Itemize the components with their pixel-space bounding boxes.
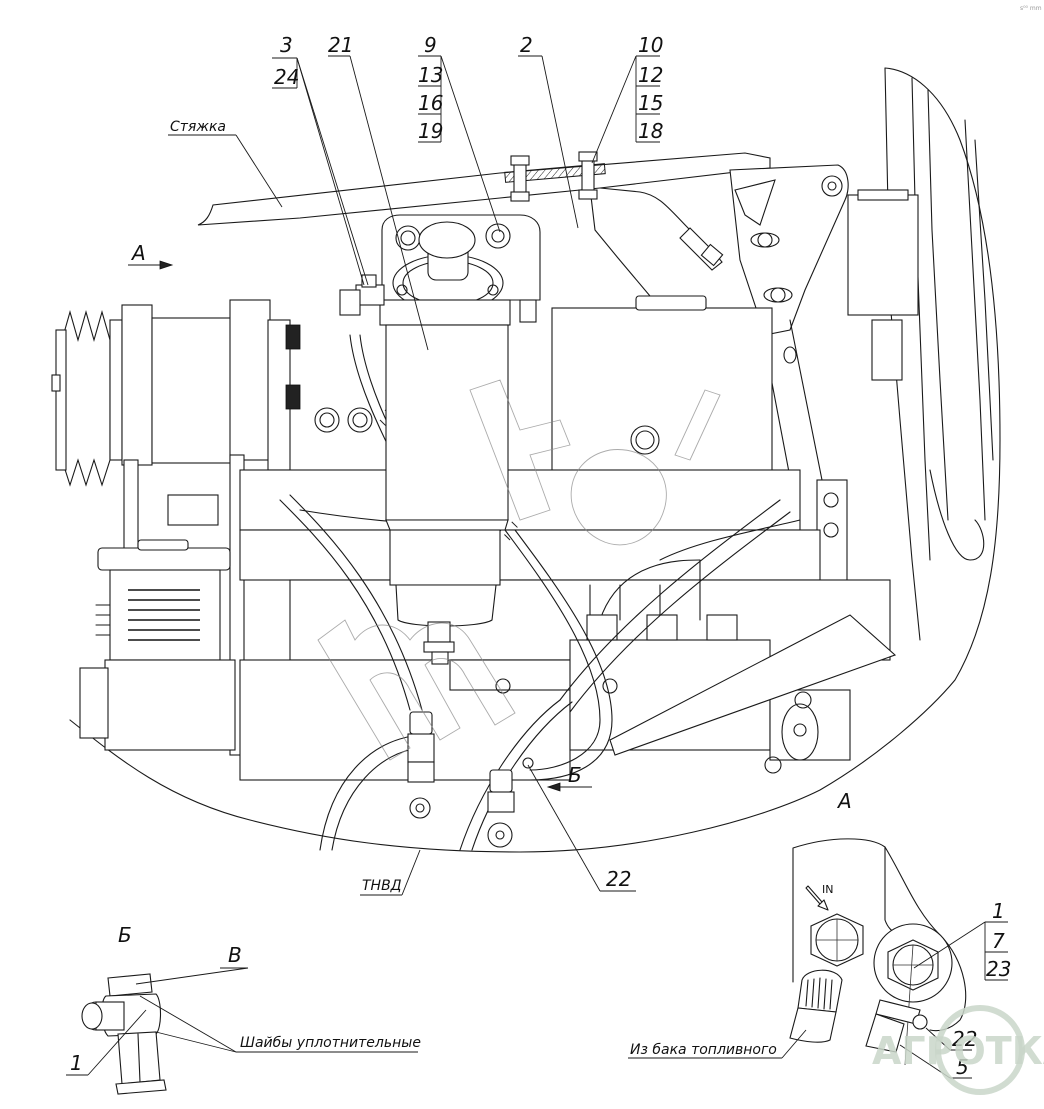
guard-plate [609, 614, 897, 756]
callout-15: 15 [638, 91, 663, 115]
detail-b-callout-v: В [228, 943, 242, 967]
callout-24: 24 [274, 65, 299, 89]
agrotka-logo-watermark: АГРОТКА [872, 1005, 1044, 1095]
callout-19: 19 [418, 119, 443, 143]
air-compressor [79, 539, 236, 751]
sealing-washers-label: Шайбы уплотнительные [240, 1035, 421, 1051]
engine-block [239, 407, 891, 781]
view-arrow-a-label: А [130, 241, 146, 265]
detail-a-callout-22: 22 [952, 1027, 977, 1051]
break-line [69, 67, 1001, 853]
detail-a-callout-5: 5 [956, 1055, 969, 1079]
watermark-mtz [317, 379, 721, 761]
housing-box [551, 189, 919, 479]
inlet-mark: IN [822, 883, 833, 896]
from-fuel-tank-label: Из бака топливного [630, 1042, 777, 1058]
callout-18: 18 [638, 119, 663, 143]
tie-rod-bolt-left [510, 155, 530, 202]
callout-12: 12 [638, 63, 663, 87]
callout-3: 3 [280, 33, 293, 57]
detail-a: А IN 1 7 23 [628, 789, 1011, 1079]
main-leaders [128, 55, 660, 896]
detail-b: Б В 1 Шайбы уплотнительные [66, 923, 421, 1095]
detail-a-title: А [836, 789, 852, 813]
main-view: 3 24 21 9 13 16 19 2 10 12 15 18 22 Стяж… [51, 33, 1001, 896]
ac-compressor [51, 299, 301, 756]
callout-21: 21 [328, 33, 353, 57]
detail-b-callout-1: 1 [70, 1051, 83, 1075]
injection-pump-label: ТНВД [362, 878, 402, 894]
callout-13: 13 [418, 63, 443, 87]
fuel-filter [339, 214, 541, 665]
callout-16: 16 [418, 91, 443, 115]
detail-a-callout-23: 23 [986, 957, 1011, 981]
agrotka-logo-text: АГРОТКА [872, 1029, 1044, 1073]
tie-rod-label: Стяжка [170, 119, 226, 135]
view-arrow-b-label: Б [568, 763, 582, 787]
corner-mark: s⁰⁰ mm [1020, 5, 1042, 12]
callout-10: 10 [638, 33, 663, 57]
tie-rod-bolt-right [578, 151, 598, 200]
detail-a-callout-7: 7 [992, 929, 1005, 953]
callout-2: 2 [520, 33, 533, 57]
hood-panel [884, 67, 994, 641]
callout-22-main: 22 [606, 867, 631, 891]
callout-9: 9 [424, 33, 437, 57]
detail-b-title: Б [118, 923, 132, 947]
detail-a-callout-1: 1 [992, 899, 1005, 923]
